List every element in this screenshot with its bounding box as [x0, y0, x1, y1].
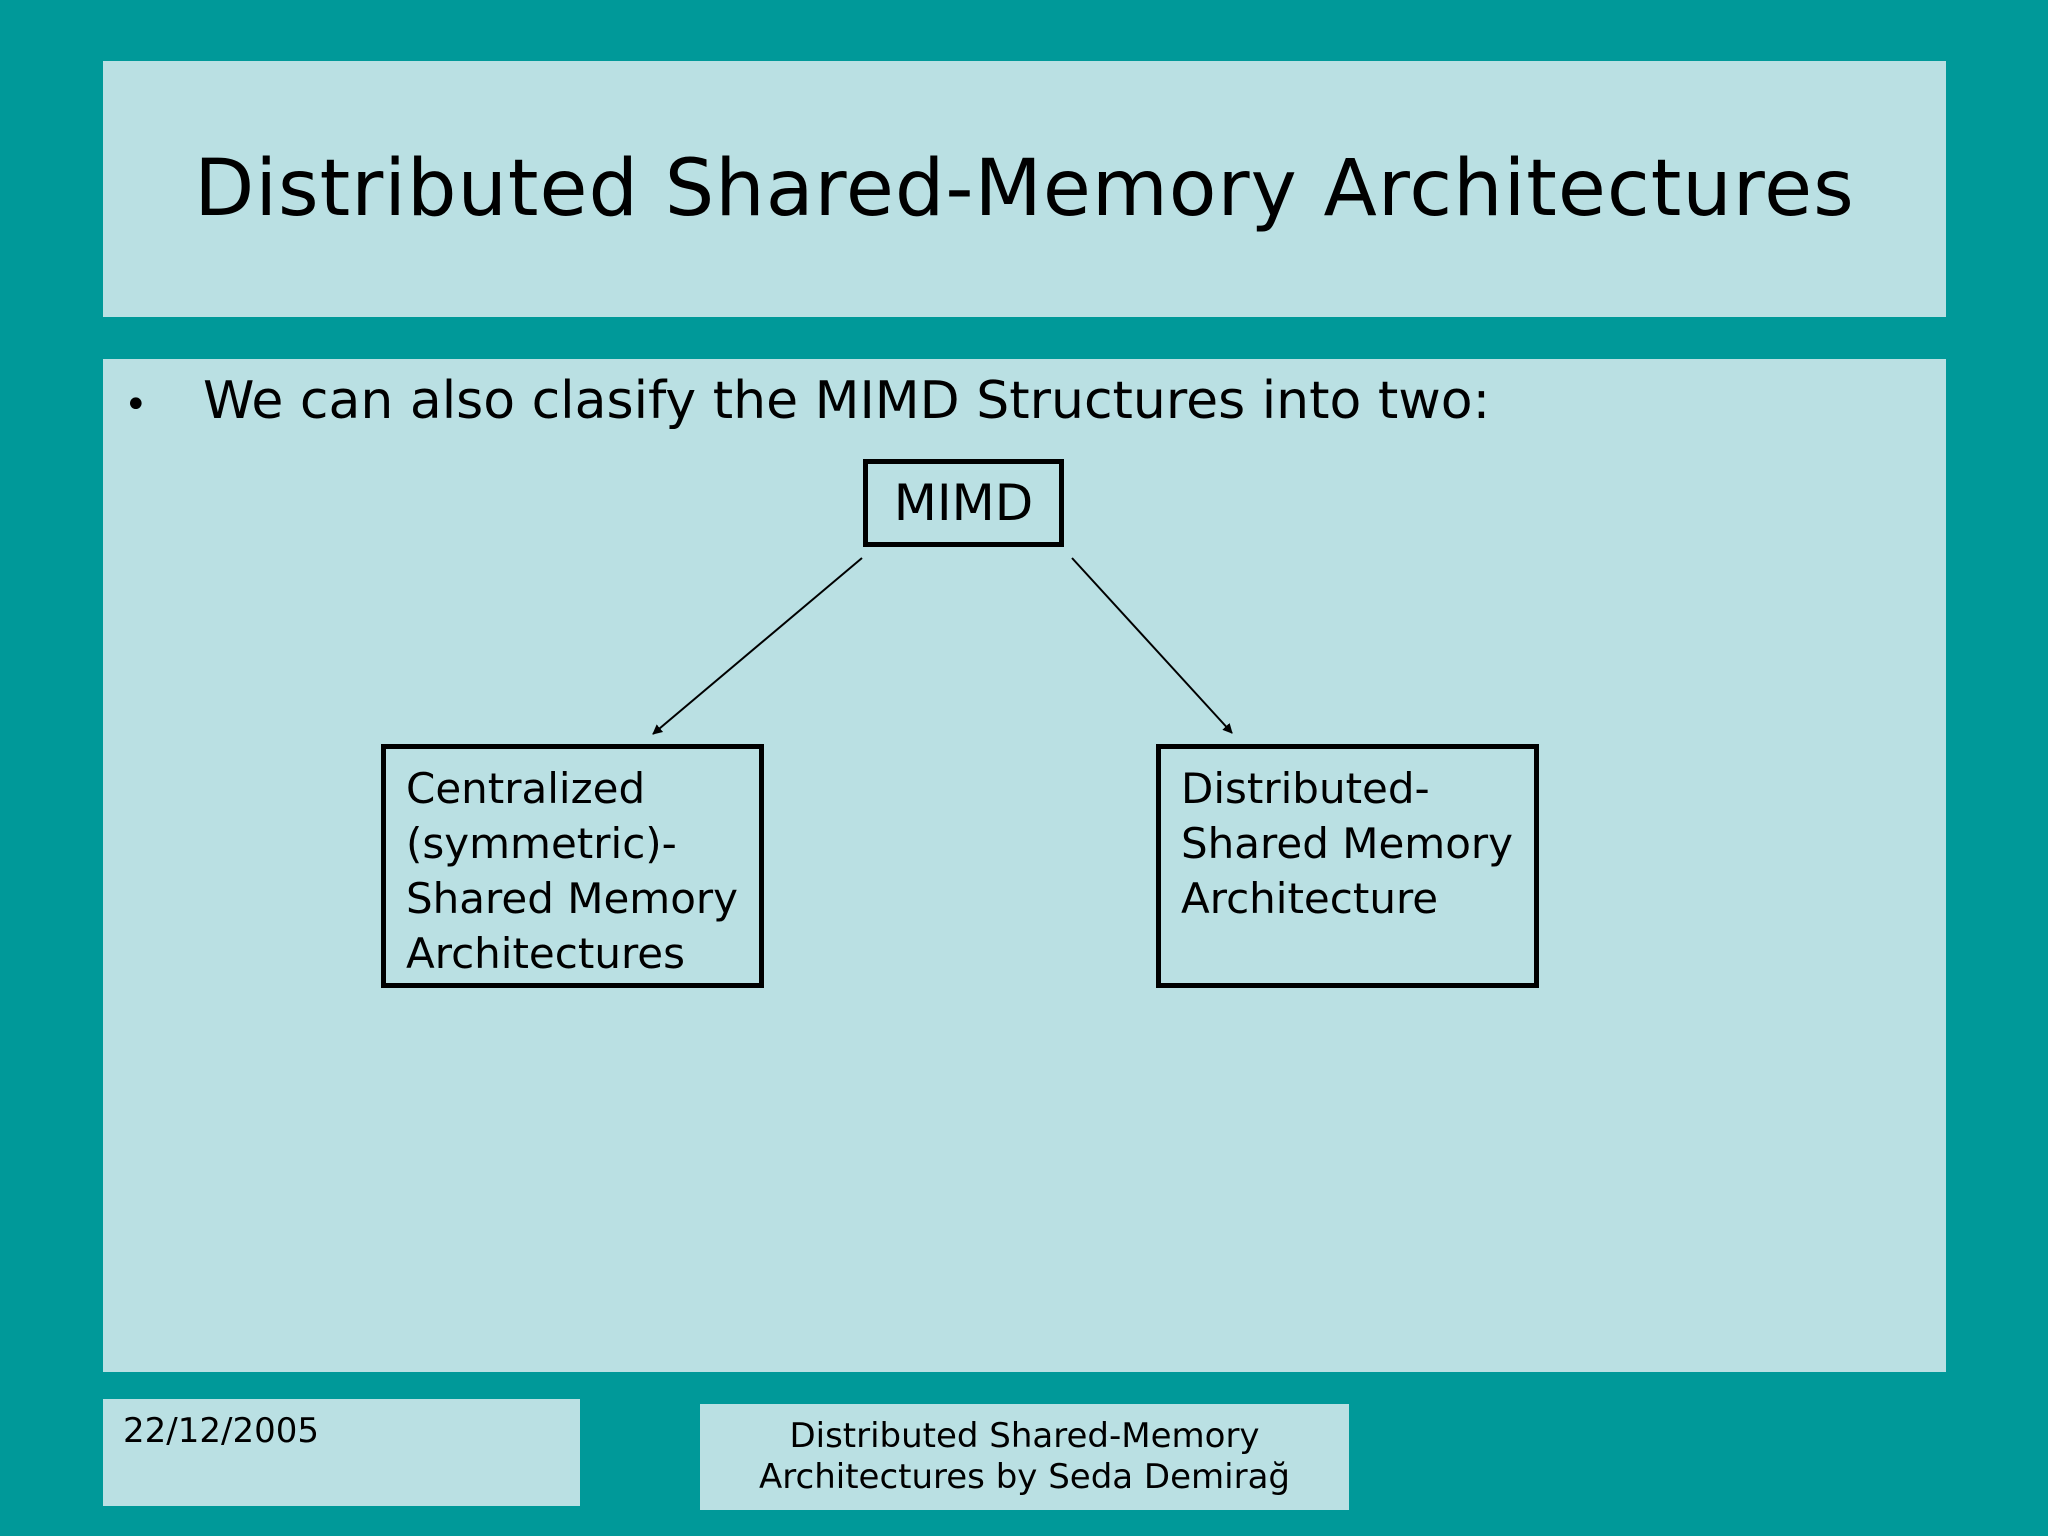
mimd-node: MIMD: [863, 459, 1064, 547]
footer-date-box: 22/12/2005: [103, 1399, 580, 1506]
distributed-node-label: Distributed- Shared Memory Architecture: [1181, 764, 1514, 923]
footer-caption: Distributed Shared-Memory Architectures …: [759, 1416, 1290, 1497]
slide-title: Distributed Shared-Memory Architectures: [194, 144, 1855, 234]
title-panel: Distributed Shared-Memory Architectures: [103, 61, 1946, 317]
distributed-node: Distributed- Shared Memory Architecture: [1156, 744, 1539, 988]
content-panel: [103, 359, 1946, 1372]
footer-caption-box: Distributed Shared-Memory Architectures …: [700, 1404, 1349, 1510]
bullet-text: We can also clasify the MIMD Structures …: [203, 371, 1491, 431]
centralized-node: Centralized (symmetric)- Shared Memory A…: [381, 744, 764, 988]
centralized-node-label: Centralized (symmetric)- Shared Memory A…: [406, 764, 739, 978]
bullet-icon: •: [124, 382, 148, 428]
footer-date: 22/12/2005: [123, 1411, 319, 1451]
mimd-node-label: MIMD: [893, 474, 1034, 532]
